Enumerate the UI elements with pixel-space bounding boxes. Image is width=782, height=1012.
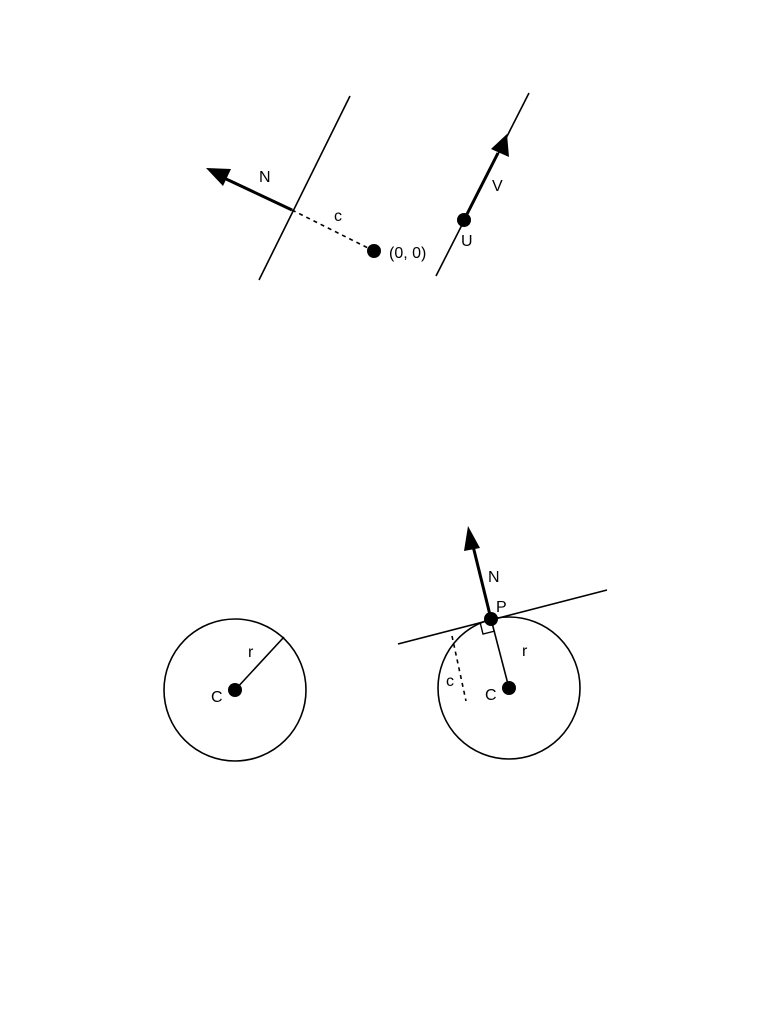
origin-point: [367, 244, 381, 258]
left-center-point: [228, 683, 242, 697]
right-circle-diagram: N P r C c: [397, 526, 608, 760]
distance-label: c: [334, 208, 342, 225]
direction-arrow-head: [491, 134, 509, 157]
left-radius-label: r: [248, 644, 254, 661]
distance-dashed-line: [291, 209, 375, 252]
right-radius-line: [490, 618, 510, 689]
normal-arrow-head-2: [464, 526, 480, 551]
tangent-line: [397, 589, 608, 645]
point-u: [457, 213, 471, 227]
normal-arrow-shaft: [223, 176, 293, 212]
normal-label: N: [259, 169, 271, 186]
normal-arrow-head: [206, 168, 231, 186]
tangent-point-label: P: [496, 599, 507, 616]
distance-label-2: c: [446, 673, 454, 690]
point-u-label: U: [461, 233, 473, 250]
implicit-line-diagram: N c (0, 0): [206, 95, 426, 281]
origin-label: (0, 0): [389, 245, 426, 262]
parametric-line-diagram: V U: [435, 92, 530, 277]
right-angle-marker: [479, 621, 496, 635]
direction-arrow-shaft: [462, 152, 500, 221]
left-radius-line: [234, 636, 285, 691]
right-radius-label: r: [522, 643, 528, 660]
normal-label-2: N: [488, 569, 500, 586]
right-center-label: C: [485, 687, 497, 704]
left-circle: [163, 618, 307, 762]
distance-dashed-line-2: [451, 635, 467, 702]
direction-label: V: [492, 178, 503, 195]
tangent-point: [484, 612, 498, 626]
left-center-label: C: [211, 689, 223, 706]
normal-arrow-shaft-2: [471, 545, 493, 620]
line-1: [258, 95, 351, 281]
left-circle-diagram: r C: [163, 618, 307, 762]
right-center-point: [502, 681, 516, 695]
right-circle: [437, 616, 581, 760]
